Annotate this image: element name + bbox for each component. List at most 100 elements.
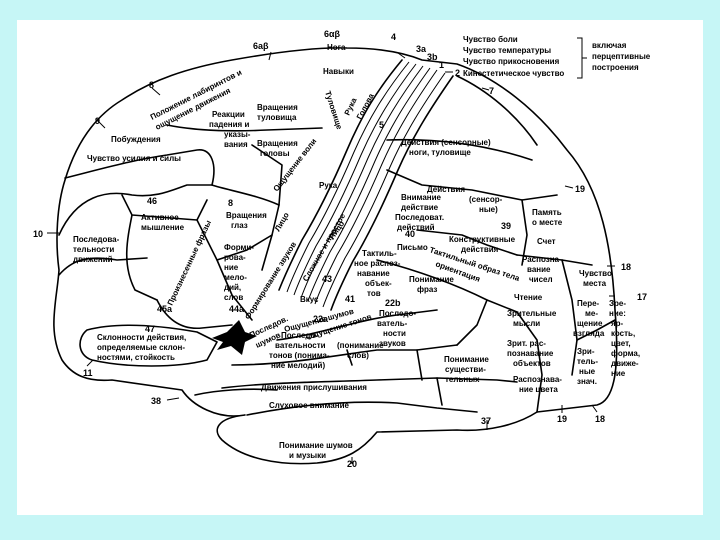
area-20: 20 [347,459,357,469]
parietal-div-5 [416,229,518,256]
area-10: 10 [33,229,43,239]
tick-6ab [268,51,272,61]
label-raspoz-cveta-2: ние цвета [519,385,558,394]
label-perev-vzglyada-1: Пере- [577,299,600,308]
label-pismo: Письмо [397,243,428,252]
label-formirovanie-5: дий, [224,283,241,292]
label-reakcii-1: Реакции [212,110,245,119]
label-posl-tonov-1: Последо- [281,331,318,340]
label-vnimanie-2: действие [401,203,439,212]
label-vrashcheniya-glaz-1: Вращения [226,211,267,220]
area-7: 7 [489,86,494,96]
temporal-div-1 [276,309,438,341]
area-45a: 45a [157,304,173,314]
label-zrit-tel-3: ные [579,367,596,376]
area-22a: 22a [313,314,329,324]
label-pobuzhdeniya: Побуждения [111,135,161,144]
label-posledovatelnosti-3: движений [73,255,113,264]
label-vrashcheniya-glaz-2: глаз [231,221,248,230]
label-taktilnoe-4: объек- [365,279,392,288]
label-zrenie-2: ние: [609,309,626,318]
strip-line-7 [330,75,454,311]
label-posl-zvukov-3: ности [383,329,406,338]
label-posledovat-1: Последоват. [395,213,444,222]
label-taktilnoe-2: ное распоз- [354,259,401,268]
frontal-div-11 [156,299,233,329]
legend-note-2: перцептивные [592,52,651,61]
label-perev-vzglyada-3: щение [577,319,603,328]
label-ponimanie-fraz-2: фраз [417,285,437,294]
label-deystviya-r-2: (сенсор- [469,195,503,204]
temporal-div-6 [416,349,423,381]
legend-line-2: Чувство температуры [463,46,551,55]
insula-junction [212,320,257,355]
strip-line-3 [300,65,424,299]
temporal-lobe-bottom [194,388,278,396]
area-40: 40 [405,229,415,239]
label-posl-tonov-4: ние мелодий) [271,361,325,370]
strip-line-6 [322,72,446,308]
label-ponimanie-fraz-1: Понимание [409,275,454,284]
frontal-div-10 [216,234,273,261]
label-raspoz-cveta-1: Распознава- [513,375,562,384]
label-vrashcheniya-gol-1: Вращения [257,139,298,148]
label-noga: Нога [327,43,346,52]
label-pamyat-1: Память [532,208,562,217]
label-golova: Голова [355,92,376,121]
legend-note-3: построения [592,63,639,72]
frontal-div-4 [121,194,208,221]
area-43: 43 [322,274,332,284]
label-schet: Счет [537,237,556,246]
label-posl-zvukov-4: звуков [379,339,406,348]
label-reakcii-4: вания [224,140,248,149]
area-9: 9 [95,116,100,126]
area-3b: 3b [427,52,438,62]
label-aktivnoe-2: мышление [141,223,185,232]
label-chuvstvo-mesta-1: Чувство [579,269,612,278]
label-konstruktivnye-2: действия [461,245,499,254]
area-19-bot: 19 [557,414,567,424]
label-zrenie-5: цвет, [611,339,631,348]
temporal-div-4 [246,401,478,416]
central-sulcus [278,59,403,291]
label-chtenie: Чтение [514,293,543,302]
temporal-div-5 [346,349,353,366]
area-17: 17 [637,292,647,302]
label-vrashcheniya-tul-2: туловища [257,113,297,122]
label-navyki: Навыки [323,67,354,76]
slide-panel: Чувство боли Чувство температуры Чувство… [17,20,703,515]
label-zrit-raspoz-1: Зрит. рас- [507,339,546,348]
brain-outline [53,47,618,465]
strip-line-4 [307,67,431,302]
tick-7 [481,87,490,91]
label-zritelnye-mysli-1: Зрительные [507,309,557,318]
label-formirovanie-diag: Формирование звуков [243,240,298,321]
parietal-div-9 [516,311,543,413]
label-chuvstvo-usiliya: Чувство усилия и силы [87,154,181,163]
label-posledovatelnosti-2: тельности [73,245,114,254]
label-taktilnoe-1: Тактиль- [362,249,397,258]
label-zrit-tel-1: Зри- [577,347,595,356]
tick-38 [166,397,180,401]
area-4: 4 [391,32,396,42]
temporal-div-2 [231,344,458,366]
label-reakcii-2: падения и [209,120,249,129]
label-posl-zvukov-2: ватель- [377,319,408,328]
label-posledovat-2: действий [397,223,435,232]
label-ruka-left: Рука [319,181,338,190]
label-raspoz-chisel-2: вание [527,265,551,274]
label-konstruktivnye-1: Конструктивные [449,235,516,244]
label-perev-vzglyada-4: взгляда [573,329,605,338]
frontal-div-2 [64,149,215,186]
strip-line-1 [286,61,410,293]
label-zrenie-8: ние [611,369,626,378]
label-zrit-tel-2: тель- [577,357,598,366]
tick-4 [397,52,406,59]
label-litso-1: Лицо [273,211,291,233]
label-sklonnost-1: Склонности действия, [97,333,186,342]
label-vkus: Вкус [300,295,319,304]
label-raspoz-chisel-3: чисел [529,275,553,284]
label-deystviya-sens: Действия (сенсорные) [401,138,491,147]
area-44a: 44a [229,304,245,314]
tick-11 [86,359,94,367]
